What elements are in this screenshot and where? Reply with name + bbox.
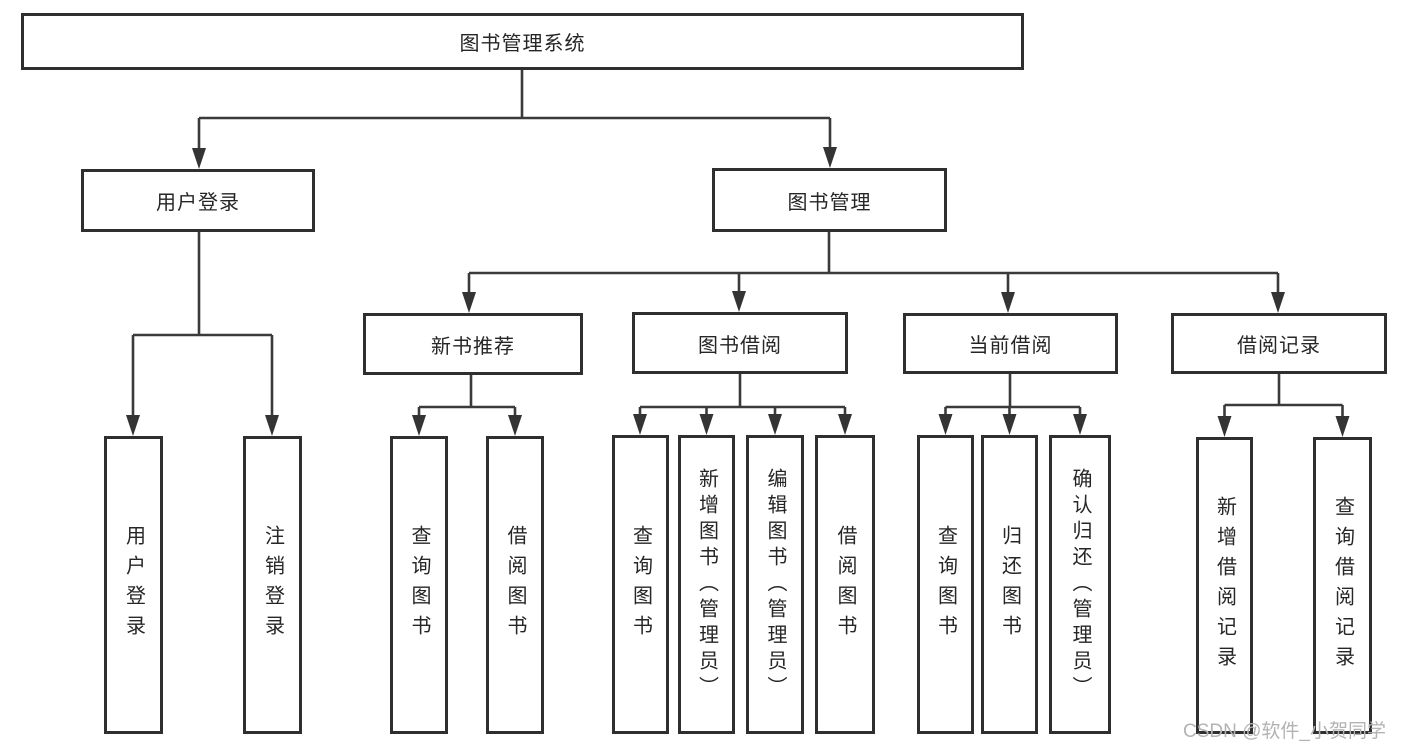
module-new-book-recommend-label: 新书推荐: [431, 335, 515, 358]
module-new-book-recommend: 新书推荐: [363, 313, 583, 375]
module-current-borrow: 当前借阅: [903, 313, 1118, 374]
leaf-query-books-borrow-label: 查询图书: [629, 524, 652, 645]
module-borrow-records: 借阅记录: [1171, 313, 1387, 374]
leaf-query-books-current-label: 查询图书: [934, 524, 957, 645]
branch-user-login: 用户登录: [81, 169, 315, 232]
leaf-query-books-borrow: 查询图书: [612, 435, 669, 734]
leaf-edit-book-admin: 编辑图书（管理员）: [746, 435, 804, 734]
root-node-library-system: 图书管理系统: [21, 13, 1024, 70]
leaf-add-book-admin-label: 新增图书（管理员）: [695, 467, 718, 702]
leaf-return-book: 归还图书: [981, 435, 1038, 734]
leaf-confirm-return-admin: 确认归还（管理员）: [1049, 435, 1111, 734]
leaf-user-login-label: 用户登录: [122, 525, 145, 645]
leaf-add-book-admin: 新增图书（管理员）: [678, 435, 735, 734]
branch-book-management: 图书管理: [712, 168, 947, 232]
leaf-add-borrow-record-label: 新增借阅记录: [1213, 495, 1236, 676]
leaf-borrow-books-recommend-label: 借阅图书: [504, 525, 526, 645]
leaf-logout: 注销登录: [243, 436, 302, 734]
module-current-borrow-label: 当前借阅: [968, 335, 1053, 357]
leaf-edit-book-admin-label: 编辑图书（管理员）: [764, 467, 786, 702]
leaf-add-borrow-record: 新增借阅记录: [1196, 437, 1253, 734]
module-borrow-records-label: 借阅记录: [1237, 335, 1321, 357]
leaf-query-borrow-record-label: 查询借阅记录: [1331, 495, 1354, 676]
leaf-confirm-return-admin-label: 确认归还（管理员）: [1069, 467, 1091, 702]
leaf-return-book-label: 归还图书: [998, 524, 1021, 645]
leaf-user-login: 用户登录: [104, 436, 163, 734]
leaf-query-books-current: 查询图书: [917, 435, 974, 734]
leaf-query-books-recommend: 查询图书: [390, 436, 448, 734]
leaf-query-books-recommend-label: 查询图书: [408, 525, 430, 645]
leaf-borrow-books: 借阅图书: [815, 435, 875, 734]
branch-user-login-label: 用户登录: [156, 192, 240, 214]
leaf-logout-label: 注销登录: [261, 525, 284, 645]
module-book-borrow: 图书借阅: [632, 312, 848, 374]
branch-book-management-label: 图书管理: [787, 191, 872, 214]
csdn-watermark: CSDN @软件_小贺同学: [1183, 721, 1386, 742]
module-book-borrow-label: 图书借阅: [698, 334, 782, 357]
tree-edges: [131, 70, 1344, 421]
leaf-query-borrow-record: 查询借阅记录: [1313, 437, 1372, 734]
leaf-borrow-books-label: 借阅图书: [834, 524, 856, 645]
root-node-label: 图书管理系统: [459, 33, 586, 55]
arrowheads: [126, 147, 1350, 437]
leaf-borrow-books-recommend: 借阅图书: [486, 436, 544, 734]
